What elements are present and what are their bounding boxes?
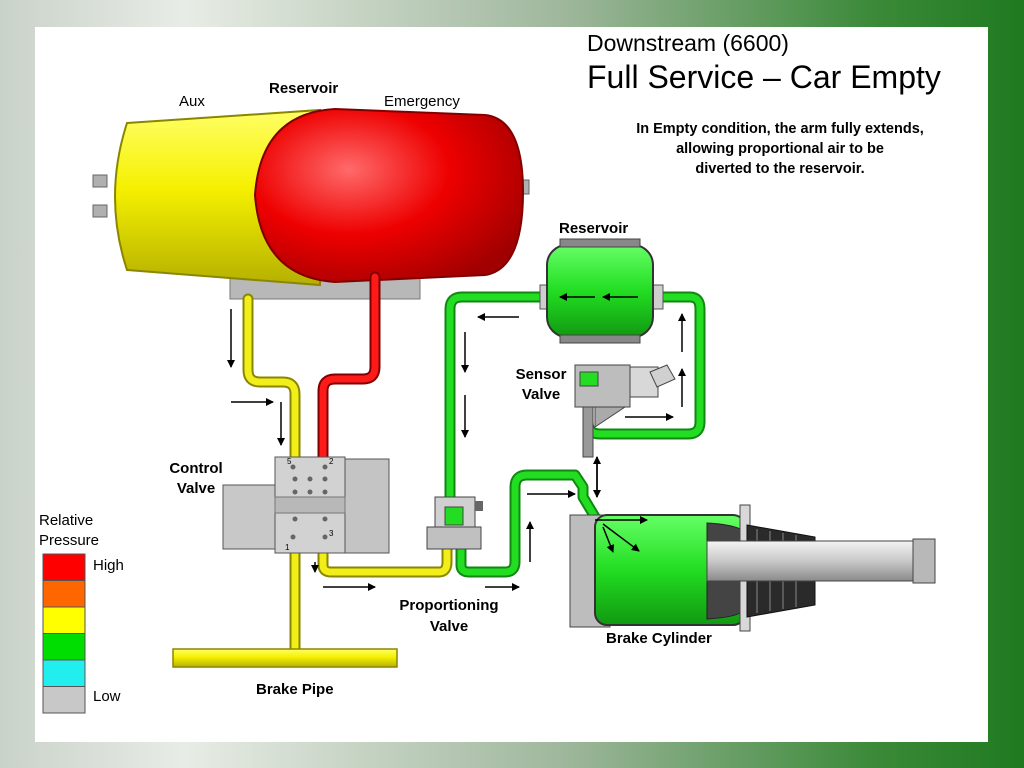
legend-swatches [42, 553, 86, 714]
legend-low-label: Low [93, 688, 121, 705]
diagram-panel: Downstream (6600) Full Service – Car Emp… [35, 27, 988, 742]
legend-title: Relative Pressure [39, 511, 99, 551]
control-valve-label-line: Valve [176, 480, 216, 497]
port-number: 3 [329, 529, 334, 538]
legend-high-label: High [93, 557, 124, 574]
brake-cylinder-label: Brake Cylinder [606, 630, 712, 647]
emergency-reservoir-tank [253, 107, 525, 284]
main-reservoir-label: Reservoir [269, 80, 339, 97]
legend-swatch-high [42, 553, 86, 581]
legend-swatch-orange [42, 580, 86, 608]
brake-cylinder-body [569, 504, 936, 632]
proportioning-valve-label-line: Proportioning [399, 597, 499, 614]
sensor-valve-label: Sensor Valve [505, 365, 577, 405]
proportioning-valve-label-line: Valve [429, 618, 469, 635]
legend-title-line: Relative [39, 512, 94, 529]
sensor-valve-body [574, 364, 676, 458]
description-line: allowing proportional air to be [676, 141, 884, 157]
port-number: 1 [285, 543, 290, 552]
control-valve-label: Control Valve [160, 459, 232, 499]
control-valve [222, 456, 390, 554]
legend-title-line: Pressure [39, 532, 100, 549]
sensor-valve-label-line: Sensor [515, 366, 567, 383]
page-title: Full Service – Car Empty [587, 59, 941, 95]
port-number: 5 [287, 457, 292, 466]
proportioning-valve-body [426, 496, 483, 550]
flow-arrows [227, 293, 686, 591]
brake-pipe [172, 648, 398, 668]
description-block: In Empty condition, the arm fully extend… [575, 119, 985, 179]
proportioning-valve-label: Proportioning Valve [385, 595, 513, 637]
aux-label: Aux [179, 93, 205, 110]
emergency-label: Emergency [384, 93, 460, 110]
legend-swatch-green [42, 633, 86, 661]
legend-swatch-yellow [42, 606, 86, 634]
brake-pipe-label: Brake Pipe [256, 681, 334, 698]
air-brake-diagram [42, 107, 936, 714]
control-valve-label-line: Control [169, 460, 223, 477]
main-reservoir [92, 107, 530, 300]
legend-swatch-low [42, 686, 86, 714]
sensor-valve-label-line: Valve [521, 386, 561, 403]
port-number: 2 [329, 457, 334, 466]
subtitle: Downstream (6600) [587, 30, 789, 56]
small-reservoir [539, 238, 664, 344]
small-reservoir-label: Reservoir [559, 220, 629, 237]
description-line: In Empty condition, the arm fully extend… [636, 121, 924, 137]
legend-swatch-cyan [42, 659, 86, 687]
description-line: diverted to the reservoir. [695, 161, 865, 177]
